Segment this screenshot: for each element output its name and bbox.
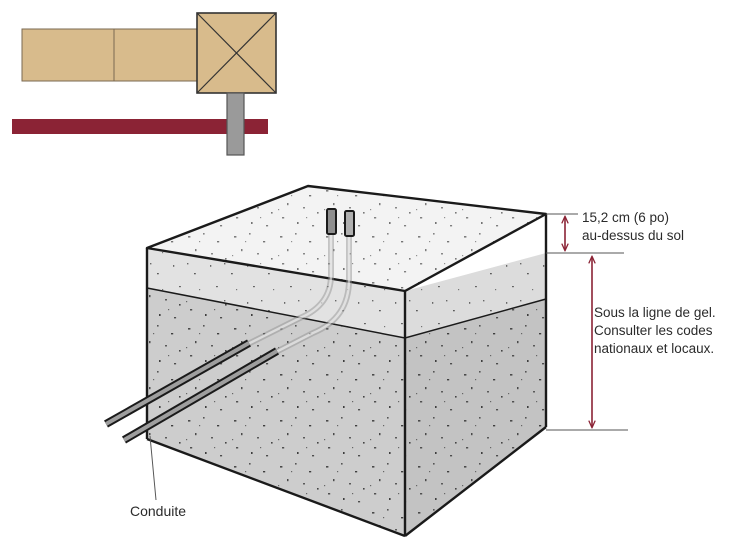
deck-board-right xyxy=(113,28,198,82)
dimension-annotations xyxy=(546,213,628,431)
beam-cross-line-2 xyxy=(196,12,277,94)
conduit-2-stub xyxy=(344,210,355,237)
frost-line-line-1: Sous la ligne de gel. xyxy=(594,305,716,320)
frost-line-line-2: Consulter les codes xyxy=(594,323,713,338)
conduit-1-stub xyxy=(326,208,337,235)
above-ground-line-1: 15,2 cm (6 po) xyxy=(582,210,670,225)
conduit-pipes xyxy=(104,208,355,444)
above-ground-label: 15,2 cm (6 po) au-dessus du sol xyxy=(582,209,684,245)
above-ground-line-2: au-dessus du sol xyxy=(582,228,685,243)
conduit-leader-line xyxy=(149,435,157,501)
deck-board-left xyxy=(21,28,115,82)
ground-rail xyxy=(12,119,268,134)
concrete-footing xyxy=(145,184,548,538)
plan-view-detail xyxy=(12,12,277,156)
frost-line-label: Sous la ligne de gel. Consulter les code… xyxy=(594,304,716,358)
support-post xyxy=(226,92,245,156)
conduit-label: Conduite xyxy=(130,503,187,519)
frost-line-line-3: nationaux et locaux. xyxy=(594,341,715,356)
